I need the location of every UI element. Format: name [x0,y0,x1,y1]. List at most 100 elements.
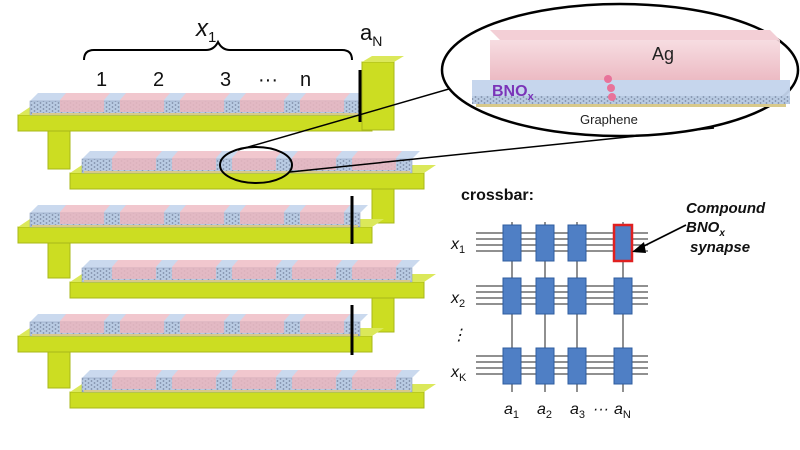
support-bar [69,281,425,299]
ag-pad-top [240,93,290,100]
ag-pad [112,267,156,279]
ag-pad [120,212,164,224]
ag-pad-top [180,93,230,100]
ag-pad [120,100,164,112]
ag-pad-top [172,151,222,158]
crossbar-column-label: a3 [570,401,585,421]
ag-pad-top [352,151,402,158]
synapse-cell [567,224,587,262]
ag-pad-top [112,151,162,158]
ag-pad [300,100,344,112]
column-label: 1 [96,69,107,91]
pillar [47,242,71,279]
crossbar-row-label: xK [450,364,467,384]
sheet-edge-dots [32,334,358,336]
support-bar [69,172,425,190]
ag-pad [180,100,224,112]
ag-pad-top [112,260,162,267]
column-label: ··· [258,69,278,91]
ag-pad-top [292,370,342,377]
ag-pad [172,267,216,279]
ag-pad [232,267,276,279]
ag-top-face [490,30,780,40]
x1-label: x1 [195,15,216,46]
ag-pad-top [172,260,222,267]
ag-pad [60,100,104,112]
sheet-edge-dots [32,113,358,115]
ag-pad [180,212,224,224]
column-label: 2 [153,69,164,91]
ion-3 [608,93,616,101]
ag-pad-top [300,205,350,212]
column-labels: 1 2 3 ··· n [96,69,311,91]
ag-pad [292,377,336,389]
ag-pad-top [60,205,110,212]
zoom-line-upper [237,79,481,151]
annotation-arrow-head [632,242,646,253]
ag-pad [292,267,336,279]
synapse-cell [613,347,633,385]
aN-pillar [361,61,395,131]
synapse-cell [567,277,587,315]
column-label: n [300,69,311,91]
ag-pad-top [232,370,282,377]
crossbar-column-label: a2 [537,401,552,421]
support-bar [17,114,373,132]
inset-layers [472,30,790,107]
crossbar-column-label: a1 [504,401,519,421]
synapse-cell [535,347,555,385]
ag-pad [172,158,216,170]
crossbar-row-label: x2 [450,290,465,310]
graphene-dots [476,104,786,107]
ag-pad-top [352,370,402,377]
ag-pad [120,321,164,333]
highlighted-synapse-cell [612,223,634,263]
ag-pad-top [232,151,282,158]
ag-pad [352,377,396,389]
ag-pad [112,158,156,170]
ion-1 [604,75,612,83]
ag-pad-top [172,370,222,377]
support-bar [17,226,373,244]
pillar [371,297,395,333]
synapse-cell [613,277,633,315]
ag-pad-top [60,314,110,321]
ag-pad [112,377,156,389]
column-label: 3 [220,69,231,91]
annotation-line-2: BNOx [686,219,725,239]
bno-label: BNOx [492,83,535,103]
ag-pad-top [300,93,350,100]
aN-pillar-top [362,56,404,62]
ag-pad [300,212,344,224]
crossbar-row-label: ⋮ [451,327,467,344]
ag-pad [232,158,276,170]
ag-pad-top [292,151,342,158]
x1-brace [83,39,353,61]
ag-pad-top [352,260,402,267]
ag-pad [240,212,284,224]
sheet-edge-dots [32,225,358,227]
ag-pad [300,321,344,333]
ag-label: Ag [652,44,674,64]
ag-pad [240,100,284,112]
support-bar [17,335,373,353]
ag-pad-top [240,314,290,321]
graphene-label: Graphene [580,112,638,127]
pillar [47,130,71,170]
crossbar-title: crossbar: [461,187,534,204]
annotation-line-1: Compound [686,200,766,217]
zoom-callout: Ag BNOx Graphene [219,2,800,184]
ag-pad [232,377,276,389]
annotation-line-3: synapse [690,239,750,256]
pillar [371,188,395,224]
crossbar-column-label: ··· [593,401,609,418]
synapse-cell [567,347,587,385]
ag-pad-top [232,260,282,267]
ag-pad-top [60,93,110,100]
ag-pad [352,267,396,279]
ag-pad [180,321,224,333]
ag-pad-top [300,314,350,321]
